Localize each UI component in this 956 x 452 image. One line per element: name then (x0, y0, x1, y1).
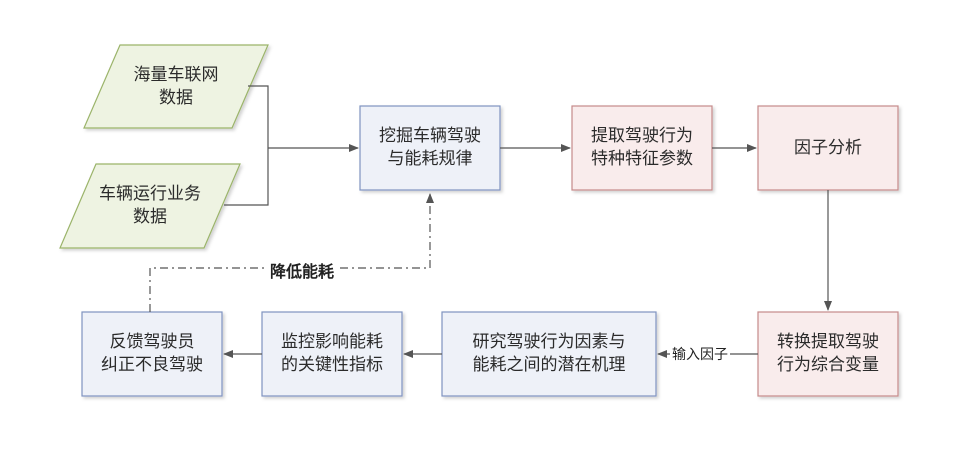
label-mine-patterns: 挖掘车辆驾驶 与能耗规律 (379, 126, 481, 169)
edge-label-reduce-energy: 降低能耗 (268, 258, 337, 282)
node-factor-analysis (757, 105, 899, 191)
node-study-mechanism (441, 311, 657, 397)
label-ops-data: 车辆运行业务 数据 (99, 184, 201, 227)
label-extract-features: 提取驾驶行为 特种特征参数 (591, 126, 693, 169)
node-mine-patterns (359, 105, 501, 191)
node-ops-data (59, 163, 241, 249)
label-iov-data: 海量车联网 数据 (133, 64, 219, 108)
edge-label-input-factor: 输入因子 (670, 344, 730, 364)
node-extract-features (571, 105, 713, 191)
label-study-mechanism: 研究驾驶行为因素与 能耗之间的潜在机理 (472, 332, 626, 375)
connector-inputs-bracket (224, 85, 269, 206)
node-monitor-indicators (261, 311, 403, 397)
node-convert-vars (757, 311, 899, 397)
label-convert-vars: 转换提取驾驶 行为综合变量 (777, 332, 879, 375)
node-feedback (81, 311, 223, 397)
node-iov-data (83, 44, 269, 129)
label-feedback: 反馈驾驶员 纠正不良驾驶 (101, 332, 203, 375)
label-factor-analysis: 因子分析 (794, 137, 862, 158)
label-monitor-indicators: 监控影响能耗 的关键性指标 (281, 332, 383, 375)
